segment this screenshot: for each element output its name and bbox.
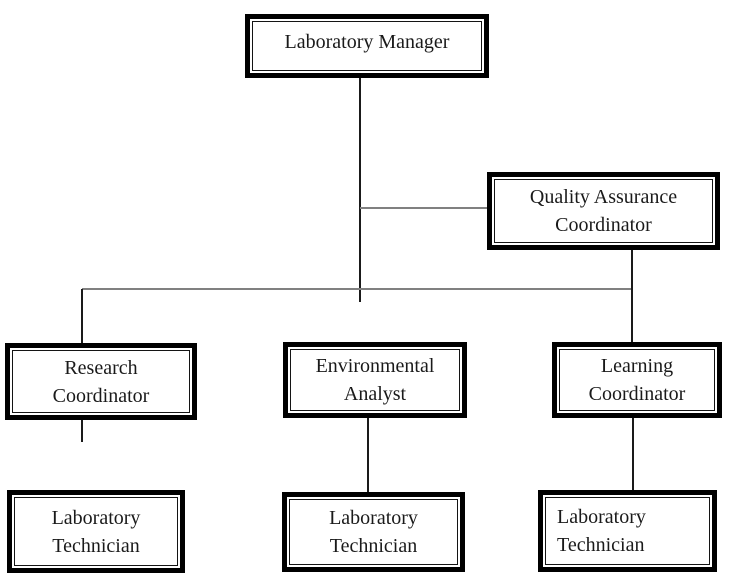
node-environmental-analyst-label-line1: Environmental: [315, 355, 435, 377]
node-laboratory-technician-1-frame: Laboratory Technician: [14, 497, 178, 566]
connector-learning-to-tech: [632, 418, 634, 490]
node-environmental-analyst-label-line2: Analyst: [343, 383, 407, 405]
node-laboratory-technician-2-frame: Laboratory Technician: [289, 499, 458, 565]
node-laboratory-technician-1-label-line2: Technician: [52, 534, 140, 557]
node-learning-coordinator-label-line2: Coordinator: [588, 383, 686, 405]
connector-environmental-to-tech: [367, 418, 369, 492]
node-quality-assurance-coordinator-label-line2: Coordinator: [555, 214, 652, 236]
node-laboratory-technician-1-label-line1: Laboratory: [51, 506, 141, 529]
node-laboratory-manager-frame: Laboratory Manager: [252, 21, 482, 71]
node-learning-coordinator: Learning Coordinator: [552, 342, 722, 418]
node-research-coordinator-label-line2: Coordinator: [52, 384, 150, 407]
node-research-coordinator-frame: Research Coordinator: [12, 350, 190, 413]
node-laboratory-technician-1: Laboratory Technician: [7, 490, 185, 573]
connector-qa-to-learning: [631, 250, 633, 342]
node-environmental-analyst-frame: Environmental Analyst: [290, 349, 460, 411]
node-laboratory-manager: Laboratory Manager: [245, 14, 489, 78]
node-quality-assurance-coordinator-label-line1: Quality Assurance: [529, 186, 678, 208]
node-research-coordinator-label-line1: Research: [64, 356, 138, 379]
node-quality-assurance-coordinator: Quality Assurance Coordinator: [487, 172, 720, 250]
connector-distribution-bar: [82, 288, 633, 290]
node-quality-assurance-coordinator-frame: Quality Assurance Coordinator: [494, 179, 713, 243]
node-laboratory-technician-2-label-line1: Laboratory: [329, 507, 418, 529]
node-laboratory-technician-3-label-line1: Laboratory: [557, 506, 646, 528]
node-laboratory-technician-3-frame: Laboratory Technician: [545, 497, 710, 565]
connector-research-stub: [81, 420, 83, 442]
connector-manager-trunk: [359, 78, 361, 302]
node-laboratory-manager-label: Laboratory Manager: [284, 30, 450, 53]
node-laboratory-technician-3-label-line2: Technician: [557, 534, 645, 556]
node-laboratory-technician-2-label-line2: Technician: [329, 535, 418, 557]
node-research-coordinator: Research Coordinator: [5, 343, 197, 420]
connector-manager-to-qa: [360, 207, 488, 209]
node-environmental-analyst: Environmental Analyst: [283, 342, 467, 418]
node-learning-coordinator-frame: Learning Coordinator: [559, 349, 715, 411]
node-learning-coordinator-label-line1: Learning: [600, 355, 674, 377]
connector-to-research: [81, 289, 83, 343]
node-laboratory-technician-3: Laboratory Technician: [538, 490, 717, 572]
node-laboratory-technician-2: Laboratory Technician: [282, 492, 465, 572]
